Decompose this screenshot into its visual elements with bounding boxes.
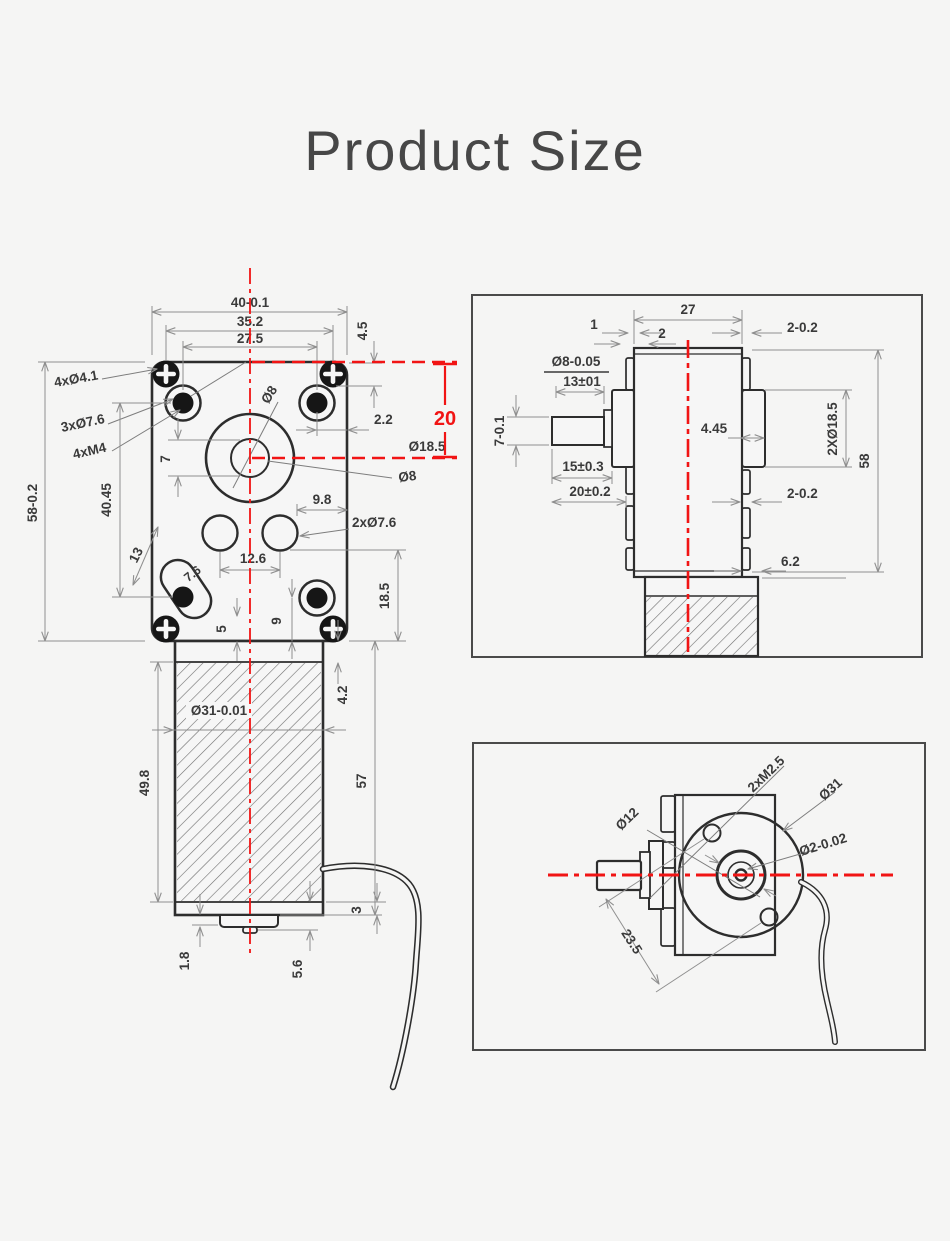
dim-hole-offset: 9.8 [313,492,332,507]
dim-shaft-len-1: 13±01 [563,374,601,389]
dim-hole-pitch: 12.6 [240,551,267,566]
dim-body-height: 58 [857,453,872,469]
dim-bottom-span: 18.5 [377,582,392,609]
output-shaft [551,416,605,446]
dim-motor-dia: Ø31-0.01 [191,703,248,718]
dim-slot-length: 13 [126,544,146,565]
dim-edge-5: 5 [214,625,229,633]
side-view-dimensions: 27 1 2 2-0.2 Ø8-0.05 13±01 7-0.1 15±0.3 [492,302,884,579]
dim-cap-2: 2 [658,326,666,341]
screw-hole [702,823,722,843]
dim-cap-width: 5.6 [290,959,305,978]
dim-center-offset-red: 20 [434,408,456,430]
dim-bottom-offset: 6.2 [781,554,800,569]
front-view-centerlines: 20 [249,268,457,958]
phillips-screw-icon [152,615,180,643]
front-view-dimensions: 40-0.1 35.2 27.5 4.5 4xØ4.1 3xØ7.6 4xM4 [25,295,446,978]
dim-edge-9: 9 [269,617,284,625]
screw-hole [759,907,779,927]
dim-motor-length: 49.8 [137,769,152,796]
label-big-holes: 3xØ7.6 [60,411,107,435]
dim-edge-offset: 2.2 [374,412,393,427]
dim-boss-dia: Ø18.5 [409,439,446,454]
dim-hole-span: 40.45 [99,483,114,517]
dim-motor-total: 57 [354,773,369,788]
dim-shaft-dia: Ø8 [398,468,418,485]
bearing-ear [741,389,766,468]
dim-shaft-flat: 7 [158,455,173,463]
dim-pin-height: 1.8 [177,951,192,970]
phillips-screw-icon [319,615,347,643]
phillips-screw-icon [319,360,347,388]
dim-corner-offset: 4.5 [355,321,370,340]
dim-cap-height: 3 [349,906,364,914]
dim-shaft-dia: Ø8-0.05 [552,354,601,369]
dim-flange-gap: 4.2 [335,686,350,705]
dim-body-width: 27 [680,302,695,317]
small-hole [261,514,299,552]
page-title: Product Size [304,119,646,182]
motor-end-cap [219,914,279,928]
dim-ear-offset: 4.45 [701,421,728,436]
dim-overall-height: 58-0.2 [25,484,40,522]
small-hole [201,514,239,552]
label-threads: 4xM4 [71,440,108,462]
motor-hatch [177,663,321,901]
motor-wire [319,862,422,1091]
dim-ear-dia: 2XØ18.5 [825,402,840,456]
boss-circle [715,849,767,901]
motor-wire-rear [798,879,838,1045]
front-view: 40-0.1 35.2 27.5 4.5 4xØ4.1 3xØ7.6 4xM4 [25,268,457,1091]
dim-shaft-len-3: 20±0.2 [569,484,610,499]
phillips-screw-icon [152,360,180,388]
dim-tab-bottom: 2-0.2 [787,486,818,501]
label-small-holes: 2xØ7.6 [352,515,397,530]
dim-cap-1: 1 [590,317,598,332]
motor-hatch [646,597,757,655]
shaft-boss [611,389,635,468]
dim-shaft-flat: 7-0.1 [492,415,507,446]
dim-shaft-len-2: 15±0.3 [562,459,604,474]
slotted-hole [159,558,213,620]
label-screw-holes: 4xØ4.1 [53,367,100,390]
rear-view: 2xM2.5 Ø31 Ø2-0.02 Ø12 23.5 [472,742,926,1051]
side-view: 27 1 2 2-0.2 Ø8-0.05 13±01 7-0.1 15±0.3 [471,294,923,658]
dim-tab-top: 2-0.2 [787,320,818,335]
